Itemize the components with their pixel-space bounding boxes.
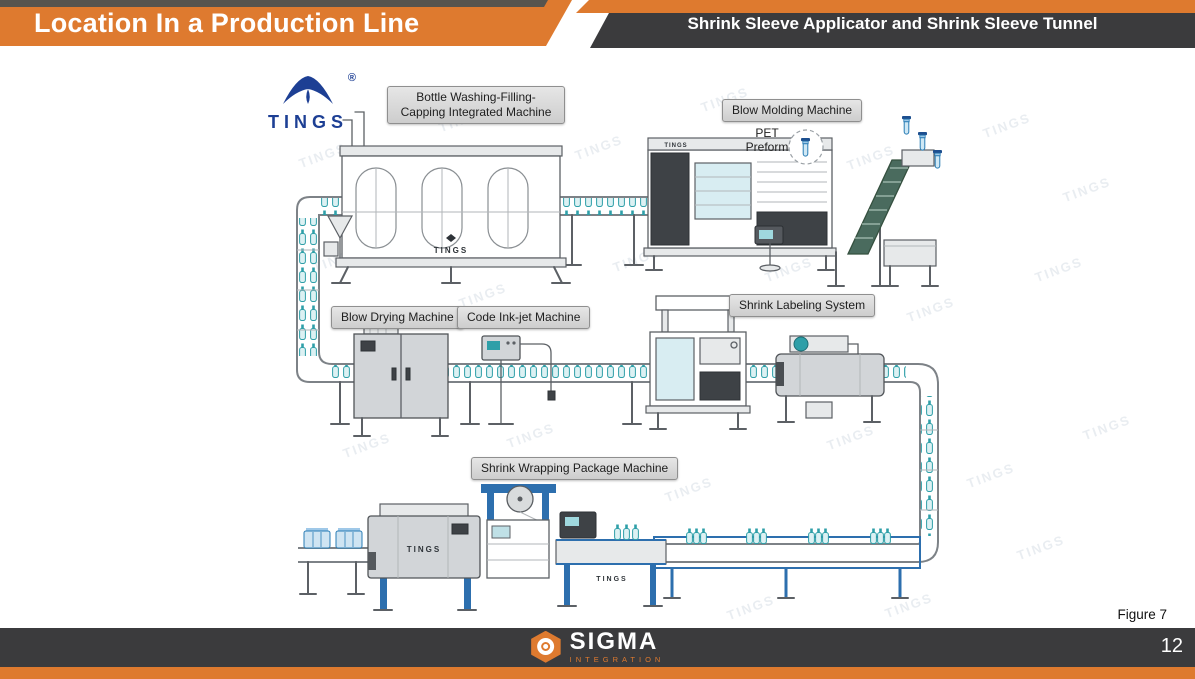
machine-brand-text: TINGS: [434, 246, 468, 255]
shrink-tunnel-machine: [775, 335, 885, 423]
footer-bar: [0, 628, 1195, 667]
label-blow-molding-machine: Blow Molding Machine: [722, 99, 863, 122]
registered-mark: ®: [347, 72, 356, 84]
label-code-inkjet-machine: Code Ink-jet Machine: [457, 306, 591, 329]
shrink-labeling-machine: [645, 295, 751, 430]
tings-logo: ® TINGS: [262, 72, 356, 133]
conveyors: [296, 196, 939, 599]
header-accent-strip: [576, 0, 1195, 13]
page-title: Location In a Production Line: [34, 7, 420, 38]
label-shrink-wrapping-machine: Shrink Wrapping Package Machine: [471, 457, 679, 480]
pet-preform-callout: [788, 129, 824, 165]
preform-elevator: [827, 115, 943, 287]
machine-brand-text: TINGS: [407, 545, 441, 554]
label-blow-drying-machine: Blow Drying Machine: [331, 306, 464, 329]
footer-accent-strip: [0, 667, 1195, 679]
page-number: 12: [1160, 635, 1183, 657]
code-inkjet-machine: [481, 335, 556, 425]
header-banner-left: Location In a Production Line: [0, 0, 572, 46]
label-bottle-washing-machine: Bottle Washing-Filling-Capping Integrate…: [387, 86, 565, 124]
page-subtitle: Shrink Sleeve Applicator and Shrink Slee…: [687, 14, 1098, 33]
label-shrink-labeling-system: Shrink Labeling System: [729, 294, 876, 317]
sigma-hexagon-icon: [530, 630, 561, 663]
blow-drying-machine: [353, 319, 449, 437]
header-banner-shadow: [0, 0, 548, 7]
wrapping-machine: TINGS TINGS: [298, 484, 667, 611]
filling-machine: TINGS: [323, 111, 571, 284]
label-pet-preform: PET Preform: [745, 126, 789, 155]
sigma-logo: SIGMA INTEGRATION: [530, 628, 665, 664]
machine-brand-text: TINGS: [596, 576, 627, 583]
machine-brand-text: TINGS: [664, 143, 687, 149]
tings-bird-icon: [283, 76, 333, 104]
blow-molding-machine: TINGS: [643, 137, 837, 272]
figure-caption: Figure 7: [1117, 607, 1167, 622]
footer-brand-text: SIGMA: [569, 628, 659, 655]
tings-logo-text: TINGS: [267, 112, 348, 132]
footer-tagline-text: INTEGRATION: [569, 655, 665, 664]
